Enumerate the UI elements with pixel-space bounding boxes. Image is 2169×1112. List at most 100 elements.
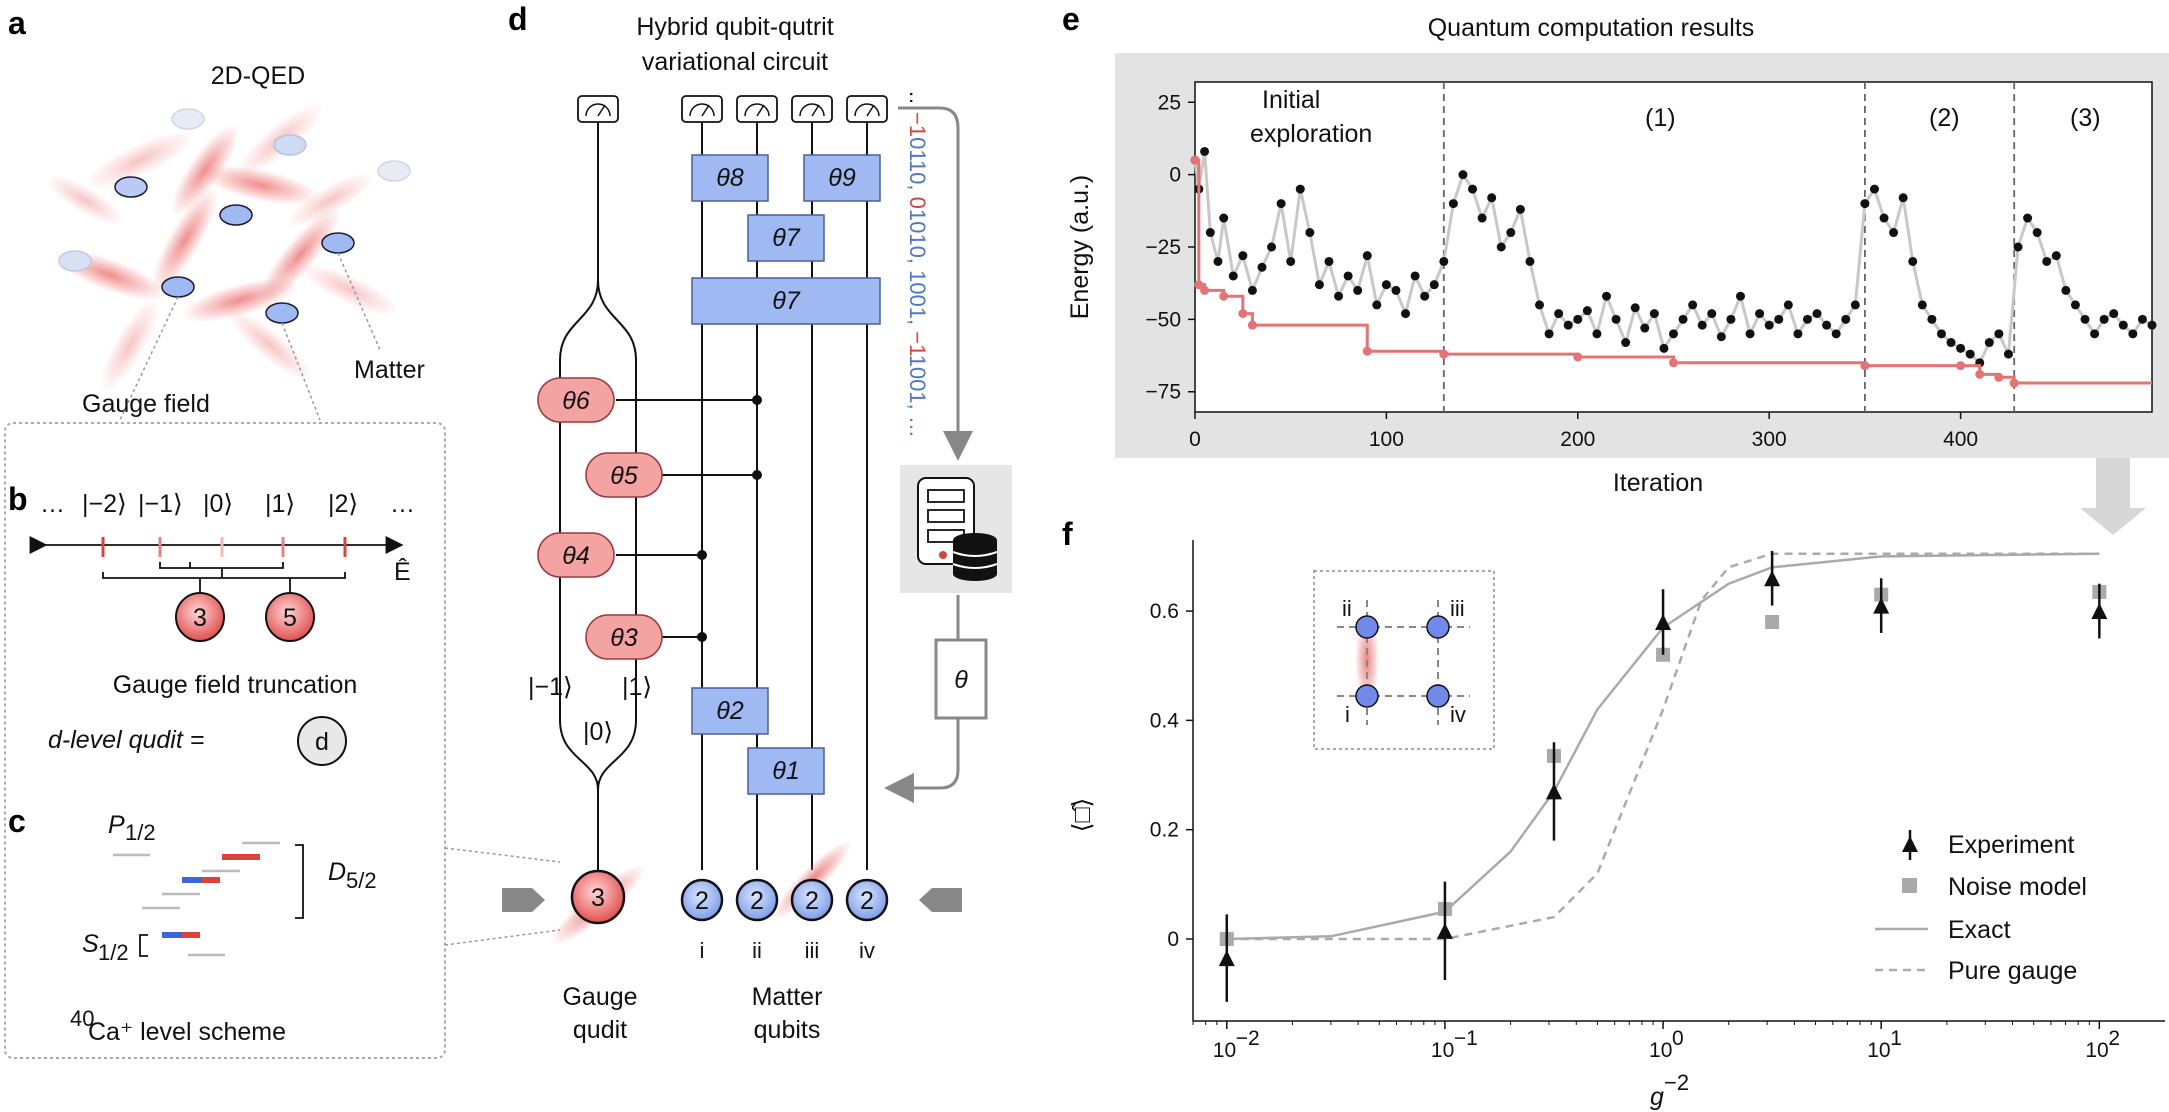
chart-e-ylabel: Energy (a.u.) xyxy=(1066,175,1094,320)
y-tick-label: 0.4 xyxy=(1150,709,1180,732)
region-label: exploration xyxy=(1250,120,1372,148)
energy-point xyxy=(1468,184,1478,194)
energy-point xyxy=(1228,271,1238,281)
p-level-label: P xyxy=(108,811,125,839)
gate-label: θ4 xyxy=(562,542,589,570)
qudit-value: 3 xyxy=(193,604,207,632)
qubit-label: ii xyxy=(752,938,762,963)
legend-label: Experiment xyxy=(1948,831,2074,859)
energy-point xyxy=(1420,291,1430,301)
circuit-title-1: Hybrid qubit-qutrit xyxy=(636,13,833,41)
x-tick-label: 400 xyxy=(1943,428,1978,451)
energy-point xyxy=(1735,291,1745,301)
qudit-5-icon xyxy=(265,592,315,642)
experiment-point xyxy=(1545,783,1562,800)
experiment-point xyxy=(1764,570,1781,587)
circuit-title-2: variational circuit xyxy=(642,48,828,76)
y-tick-label: 0 xyxy=(1167,928,1179,951)
gate-theta6 xyxy=(537,377,615,423)
matter-label: Matter xyxy=(354,356,425,384)
energy-point xyxy=(1755,309,1765,319)
energy-point xyxy=(1525,256,1535,266)
matter-qubit-value: 2 xyxy=(750,887,764,915)
energy-point xyxy=(1267,242,1277,252)
legend-experiment-icon xyxy=(1902,830,1918,860)
x-tick-label: 300 xyxy=(1752,428,1787,451)
best-energy-point xyxy=(1362,346,1372,356)
flow-arrow-icon xyxy=(2080,458,2146,535)
gate-theta4 xyxy=(537,532,615,578)
matter-qubit-value: 2 xyxy=(695,887,709,915)
gate-label: θ5 xyxy=(610,462,638,490)
meter-icon xyxy=(577,95,619,123)
best-energy-point xyxy=(1439,349,1449,359)
y-tick-label: 0.2 xyxy=(1150,819,1179,842)
gate-label: θ7 xyxy=(772,287,801,315)
exact-curve xyxy=(1226,552,2100,941)
x-tick-label: 200 xyxy=(1560,428,1595,451)
energy-point xyxy=(1257,262,1267,272)
legend-label: Pure gauge xyxy=(1948,957,2077,985)
energy-point xyxy=(1362,251,1372,261)
energy-point xyxy=(1917,300,1927,310)
best-energy-point xyxy=(1219,291,1229,301)
inset-label: iii xyxy=(1450,596,1465,621)
best-energy-point xyxy=(1956,361,1966,371)
energy-point xyxy=(1640,323,1650,333)
panel-letter-e: e xyxy=(1062,1,1080,37)
energy-point xyxy=(2013,242,2023,252)
energy-point xyxy=(1247,285,1257,295)
panel-letter-f: f xyxy=(1062,516,1073,552)
ket-ellipsis-right: … xyxy=(390,490,415,518)
noise-model-point xyxy=(1765,614,1780,629)
energy-point xyxy=(1822,320,1832,330)
matter-site xyxy=(114,176,148,198)
panel-a-title: 2D-QED xyxy=(211,62,305,90)
energy-point xyxy=(2118,320,2128,330)
d-level-sub: 5/2 xyxy=(346,868,377,893)
matter-site xyxy=(377,160,411,182)
energy-point xyxy=(2003,349,2013,359)
ket-minus1: |−1⟩ xyxy=(528,673,573,701)
energy-point xyxy=(1869,184,1879,194)
y-tick-label: −75 xyxy=(1145,381,1181,404)
inset-label: iv xyxy=(1450,702,1466,727)
inset-label: ii xyxy=(1342,596,1352,621)
legend-noise-icon xyxy=(1902,878,1917,893)
bit-segment: −1 xyxy=(905,331,930,356)
energy-point xyxy=(1496,242,1506,252)
gate-theta1 xyxy=(747,747,825,795)
energy-point xyxy=(2137,314,2147,324)
x-tick-label: 10 xyxy=(1213,1039,1236,1062)
s-level-sub: 1/2 xyxy=(98,940,129,965)
energy-point xyxy=(2032,228,2042,238)
matter-caption: Matter xyxy=(752,983,823,1011)
y-tick-label: 0.6 xyxy=(1150,600,1179,623)
ket-label: |2⟩ xyxy=(328,490,358,518)
energy-point xyxy=(1343,271,1353,281)
energy-point xyxy=(1649,309,1659,319)
inset-site xyxy=(1426,615,1450,639)
matter-qubit-icon xyxy=(845,878,889,922)
energy-point xyxy=(1602,291,1612,301)
x-tick-label: 10 xyxy=(1649,1039,1672,1062)
x-tick-exponent: −1 xyxy=(1454,1027,1478,1050)
gate-theta5 xyxy=(585,452,663,498)
energy-point xyxy=(1372,300,1382,310)
energy-point xyxy=(1582,306,1592,316)
energy-point xyxy=(1879,213,1889,223)
energy-point xyxy=(1487,193,1497,203)
gate-theta7-small xyxy=(747,214,825,262)
x-tick-exponent: 0 xyxy=(1672,1027,1684,1050)
region-label: (1) xyxy=(1645,104,1676,132)
panel-letter-b: b xyxy=(8,481,28,517)
ket-zero: |0⟩ xyxy=(583,718,613,746)
panel-bc-frame xyxy=(4,422,446,1059)
energy-point xyxy=(1401,309,1411,319)
energy-point xyxy=(1381,280,1391,290)
x-tick-label: 10 xyxy=(1867,1039,1890,1062)
matter-site xyxy=(58,250,92,272)
gate-theta7-wide xyxy=(691,277,881,325)
